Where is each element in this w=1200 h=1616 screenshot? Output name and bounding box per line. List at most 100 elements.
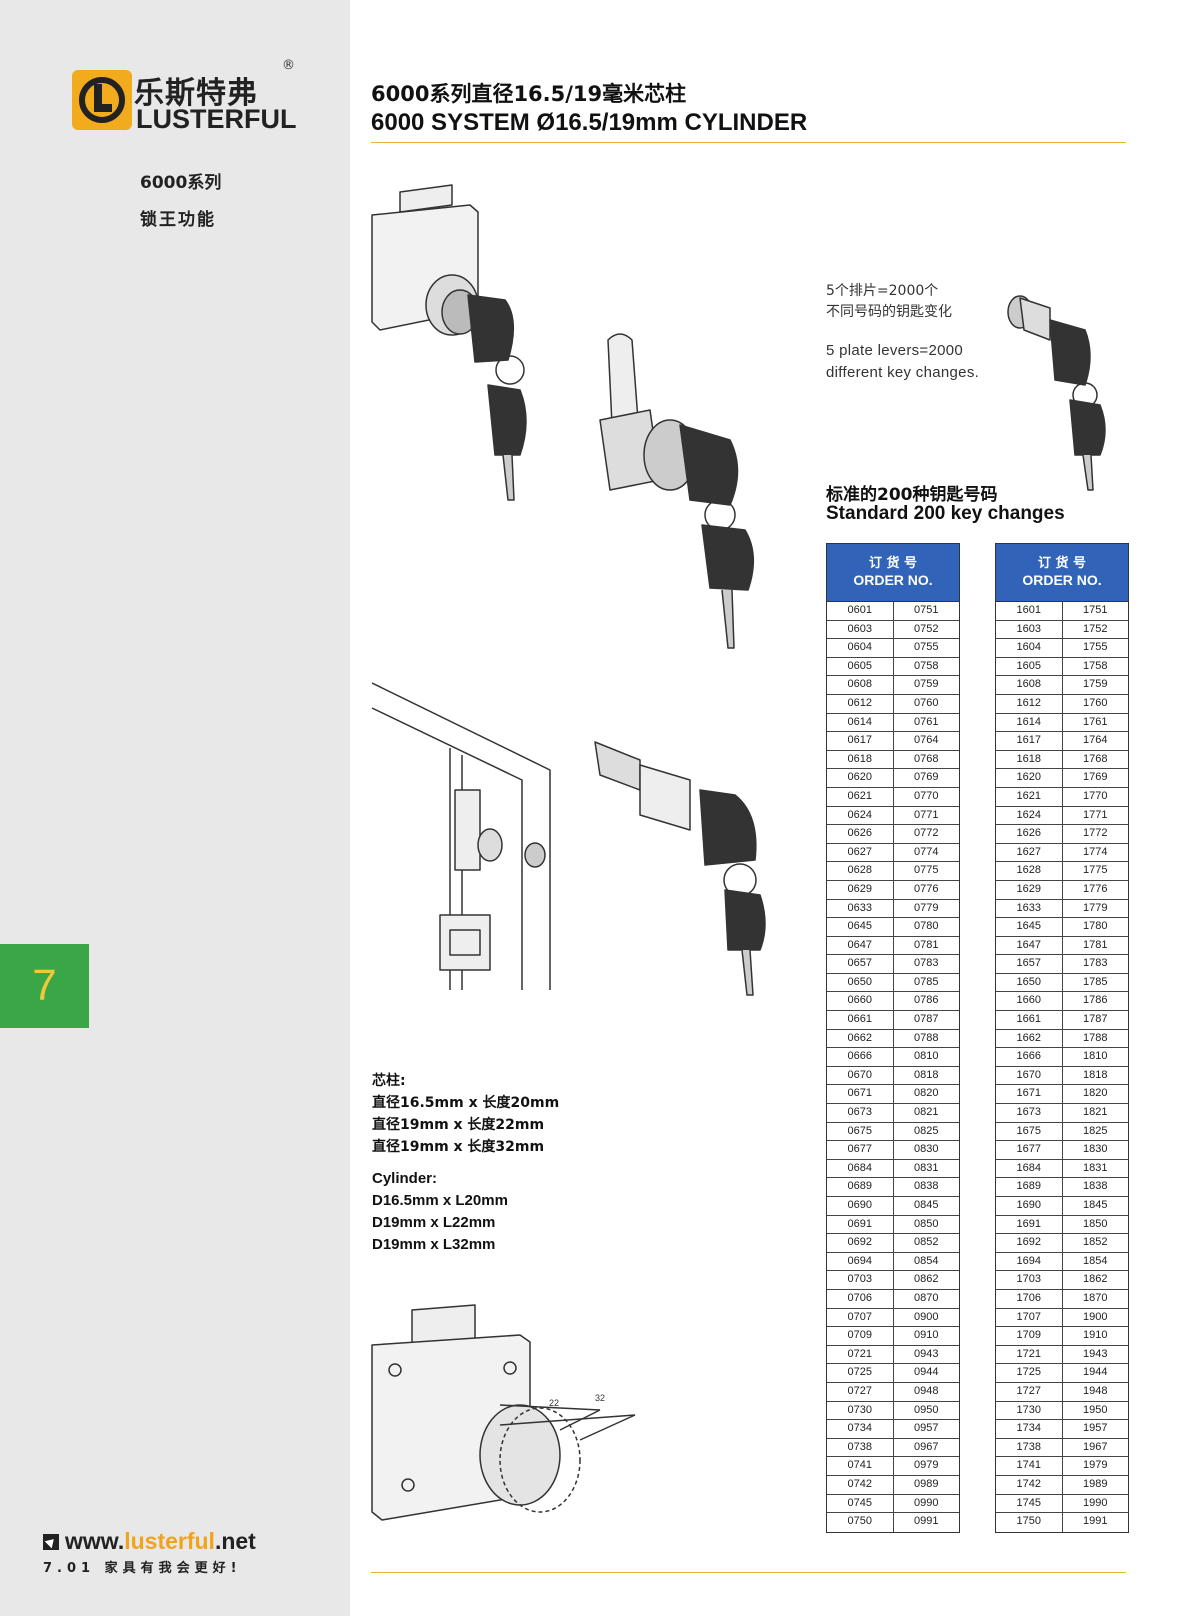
order-number-cell: 1612 [1016,696,1041,709]
website-link[interactable]: www.lusterful.net [43,1528,256,1555]
order-number-cell: 0605 [847,659,872,672]
order-number-cell: 1675 [1016,1124,1041,1137]
order-number-cell: 1666 [1016,1050,1041,1063]
order-number-cell: 1900 [1061,1308,1129,1327]
order-number-cell: 0758 [892,657,960,676]
order-number-cell: 0709 [847,1329,872,1342]
series-label: 6000系列 [140,173,222,193]
order-number-cell: 0776 [892,880,960,899]
order-number-cell: 1752 [1061,620,1129,639]
order-number-cell: 1694 [1016,1254,1041,1267]
order-number-cell: 1671 [1016,1087,1041,1100]
chapter-tab[interactable]: 7 [0,944,89,1028]
order-number-cell: 1845 [1061,1197,1129,1215]
order-number-cell: 1657 [1016,957,1041,970]
order-number-cell: 0768 [892,750,960,769]
cylinder-spec-en-line: D19mm x L32mm [372,1236,496,1253]
order-number-cell: 0624 [847,808,872,821]
order-number-cell: 1670 [1016,1068,1041,1081]
order-table-header: 订 货 号 ORDER NO. [996,544,1128,602]
order-number-cell: 1850 [1061,1215,1129,1234]
cam-lock-illustration [599,333,755,649]
order-number-cell: 0774 [892,843,960,862]
order-number-cell: 1957 [1061,1420,1129,1438]
page-title-cn: 6000系列直径16.5/19毫米芯柱 [371,82,687,106]
order-number-cell: 1758 [1061,657,1129,676]
order-number-cell: 1787 [1061,1011,1129,1029]
table-row: 0730 0950 [827,1401,960,1421]
order-number-cell: 0721 [847,1347,872,1360]
order-number-cell: 1738 [1016,1440,1041,1453]
order-number-cell: 0730 [847,1403,872,1416]
order-number-cell: 0967 [892,1438,960,1457]
order-number-cell: 0764 [892,732,960,750]
order-number-cell: 1991 [1061,1513,1129,1532]
order-number-cell: 0692 [847,1236,872,1249]
order-number-cell: 0838 [892,1178,960,1196]
order-number-cell: 1944 [1061,1364,1129,1382]
order-number-cell: 0950 [892,1401,960,1420]
order-number-cell: 0831 [892,1159,960,1178]
drawer-lock-illustration [371,184,527,501]
order-number-cell: 0670 [847,1068,872,1081]
cylinder-spec-cn-title: 芯柱: [372,1073,406,1089]
order-number-cell: 1645 [1016,920,1041,933]
order-number-cell: 1950 [1061,1401,1129,1420]
table-row: 1673 1821 [996,1104,1128,1123]
order-number-cell: 1776 [1061,880,1129,899]
dimension-drawing-illustration [371,1304,636,1521]
order-number-cell: 1750 [1016,1515,1041,1528]
brand-name-en: LUSTERFUL [136,104,297,134]
order-number-cell: 1751 [1061,602,1129,620]
page-title-en: 6000 SYSTEM Ø16.5/19mm CYLINDER [371,109,808,136]
registered-mark: ® [282,58,295,73]
order-number-cell: 0673 [847,1106,872,1119]
order-number-cell: 1629 [1016,882,1041,895]
order-number-cell: 1707 [1016,1310,1041,1323]
cylinder-spec-cn-line: 直径16.5mm x 长度20mm [372,1095,560,1111]
order-number-cell: 1821 [1061,1104,1129,1122]
footer-rule [371,1572,1126,1573]
table-row: 1645 1780 [996,918,1128,937]
web-brand: lusterful [124,1528,215,1554]
order-number-cell: 0741 [847,1459,872,1472]
order-number-cell: 1780 [1061,918,1129,936]
order-number-cell: 0845 [892,1197,960,1215]
order-number-cell: 1633 [1016,901,1041,914]
order-number-cell: 1673 [1016,1106,1041,1119]
brand-name-cn: 乐斯特弗 [134,76,258,111]
